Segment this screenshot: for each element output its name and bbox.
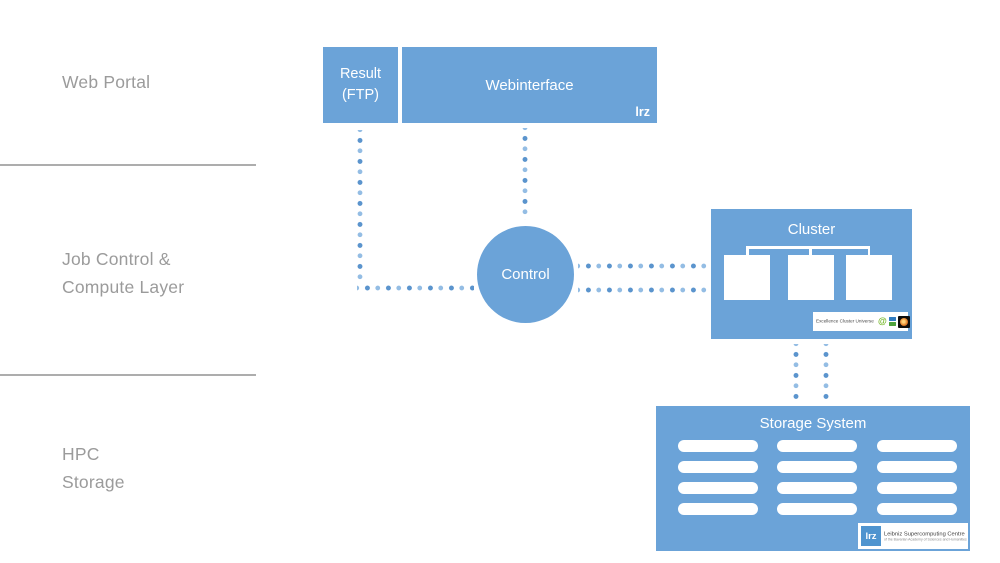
lrz-badge-name: Leibniz Supercomputing Centre [884,530,965,537]
ecu-e-icon: @ [878,316,887,326]
lrz-logo: lrz [861,526,881,546]
storage-disk-pill [777,482,857,494]
layer-divider-top [0,164,256,166]
cluster-node-square [846,255,892,300]
webinterface-label: Webinterface [485,76,574,94]
storage-disk-pill [678,482,758,494]
cluster-box: Cluster Excellence Cluster Universe @ [711,209,912,339]
label-line: Storage [62,472,125,492]
storage-disk-pill [777,503,857,515]
cluster-bracket-stub [746,246,749,256]
excellence-cluster-universe-label: Excellence Cluster Universe [816,319,874,324]
cluster-bracket-stub [867,246,870,256]
cluster-title: Cluster [787,221,836,238]
cluster-node-square [788,255,834,300]
storage-disk-pill [877,461,957,473]
storage-system-box: Storage System lrz Leibniz Supercomputin… [656,406,970,551]
control-node: Control [477,226,574,323]
control-label: Control [501,266,550,283]
result-ftp-box: Result (FTP) [323,47,398,123]
storage-disk-pill [678,440,758,452]
lrz-watermark: lrz [635,105,650,119]
result-label-line: (FTP) [341,87,380,103]
connector-result-to-control [357,285,474,291]
ecu-partner-chips [888,317,896,326]
storage-disk-pill [877,440,957,452]
connector-control-to-cluster-upper [578,263,709,269]
storage-disk-pill [678,461,758,473]
layer-divider-bottom [0,374,256,376]
connector-cluster-to-storage-left [793,344,799,403]
lrz-badge-subtitle: of the Bavarian Academy of Sciences and … [884,538,967,542]
connector-cluster-to-storage-right [823,344,829,403]
label-line: HPC [62,444,100,464]
partner-chip-icon [888,322,896,326]
connector-webinterface-to-control [522,128,528,220]
storage-disk-pill [777,440,857,452]
webinterface-box: Webinterface lrz [402,47,657,123]
cluster-bracket-line [746,246,870,249]
layer-label-web-portal: Web Portal [62,72,151,92]
cluster-bracket-stub [809,246,812,256]
connector-result-down [357,130,363,283]
universe-logo-icon [897,315,910,328]
label-line: Compute Layer [62,277,185,297]
storage-disk-pill [877,482,957,494]
result-label-line: Result [339,66,382,82]
excellence-cluster-universe-badge: Excellence Cluster Universe @ [813,312,910,331]
lrz-badge: lrz Leibniz Supercomputing Centre of the… [858,523,968,549]
layer-label-hpc-storage: HPC Storage [62,440,125,496]
storage-title: Storage System [759,415,867,432]
storage-disk-pill [877,503,957,515]
label-line: Job Control & [62,249,171,269]
layer-label-job-control: Job Control & Compute Layer [62,245,184,301]
storage-disk-pill [777,461,857,473]
partner-chip-icon [888,317,896,321]
connector-control-to-cluster-lower [578,287,709,293]
storage-disk-pill [678,503,758,515]
cluster-node-square [724,255,770,300]
